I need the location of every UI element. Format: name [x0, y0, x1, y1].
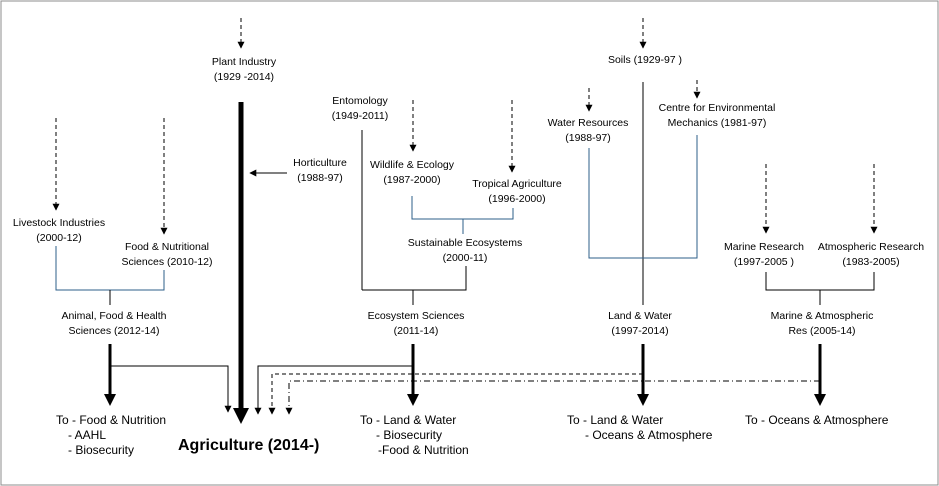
node-years: Sciences (2012-14): [68, 325, 160, 337]
wildlife-tropical-connector: [411, 196, 514, 234]
dest-agriculture: Agriculture (2014-): [178, 437, 320, 454]
node-years: (1988-97): [297, 172, 343, 184]
dest-ecosystem: To - Land & Water - Biosecurity -Food & …: [360, 413, 469, 458]
afhs-to-agriculture: [110, 365, 232, 413]
node-food-nutritional-sciences: Food & Nutritional Sciences (2010-12): [121, 240, 212, 270]
node-name: Atmospheric Research: [817, 241, 925, 253]
node-name: Horticulture: [293, 157, 347, 169]
node-years: (2000-12): [36, 232, 82, 244]
node-centre-env-mech: Centre for Environmental Mechanics (1981…: [659, 101, 776, 131]
dest-afhs: To - Food & Nutrition - AAHL - Biosecuri…: [56, 413, 166, 458]
node-years: (1997-2014): [611, 325, 669, 337]
plant-industry-arrowhead: [233, 408, 249, 424]
dest-title: To - Oceans & Atmosphere: [745, 413, 889, 427]
node-years: (1997-2005 ): [733, 256, 795, 268]
dest-item: -Food & Nutrition: [378, 443, 469, 457]
ecosystem-arrowhead: [407, 394, 419, 406]
dest-item: - Biosecurity: [68, 443, 135, 457]
node-name: Sustainable Ecosystems: [407, 237, 523, 249]
node-water-resources: Water Resources (1988-97): [548, 116, 629, 146]
node-name: Food & Nutritional: [124, 241, 210, 253]
node-years: Sciences (2010-12): [121, 256, 213, 268]
node-animal-food-health: Animal, Food & Health Sciences (2012-14): [61, 309, 166, 339]
node-name: Ecosystem Sciences: [367, 310, 465, 322]
dest-title: To - Land & Water: [567, 413, 664, 427]
node-name: Animal, Food & Health: [61, 310, 167, 322]
node-name: Soils (1929-97 ): [607, 54, 683, 66]
dest-title: To - Food & Nutrition: [56, 413, 167, 427]
node-name: Marine & Atmospheric: [770, 310, 874, 322]
node-land-water: Land & Water (1997-2014): [608, 309, 672, 339]
node-horticulture: Horticulture (1988-97): [293, 156, 347, 186]
node-name: Entomology: [332, 95, 388, 107]
node-atmospheric-research: Atmospheric Research (1983-2005): [818, 240, 924, 270]
node-marine-atmospheric: Marine & Atmospheric Res (2005-14): [771, 309, 874, 339]
node-name: Tropical Agriculture: [472, 178, 562, 190]
node-wildlife-ecology: Wildlife & Ecology (1987-2000): [370, 158, 454, 188]
dest-item: - AAHL: [68, 428, 107, 442]
incoming-dashed-arrows: [52, 18, 878, 235]
marine-arrowhead: [814, 394, 826, 406]
land-water-to-agriculture: [268, 373, 643, 415]
dest-item: - Biosecurity: [376, 428, 443, 442]
node-ecosystem-sciences: Ecosystem Sciences (2011-14): [368, 309, 465, 339]
node-name: Plant Industry: [211, 56, 277, 68]
node-name: Water Resources: [547, 117, 629, 129]
node-years: (1929 -2014): [213, 71, 275, 83]
node-livestock-industries: Livestock Industries (2000-12): [13, 216, 105, 246]
marine-merge-connector: [765, 272, 875, 305]
afhs-arrowhead: [104, 394, 116, 406]
node-name: Wildlife & Ecology: [369, 159, 455, 171]
node-years: Res (2005-14): [788, 325, 856, 337]
land-water-arrowhead: [637, 394, 649, 406]
node-years: (2000-11): [442, 252, 488, 264]
ecosystem-merge-connector: [362, 266, 467, 305]
dest-land-water: To - Land & Water - Oceans & Atmosphere: [567, 413, 712, 443]
dest-title: To - Land & Water: [360, 413, 457, 427]
node-name: Livestock Industries: [12, 217, 106, 229]
node-years: (1988-97): [565, 132, 611, 144]
node-entomology: Entomology (1949-2011): [332, 94, 388, 124]
node-years: (1983-2005): [842, 256, 900, 268]
node-years: (1996-2000): [488, 193, 546, 205]
node-soils: Soils (1929-97 ): [608, 53, 682, 68]
node-years: Mechanics (1981-97): [667, 117, 767, 129]
ecosystem-to-agriculture: [254, 365, 413, 415]
node-name: Marine Research: [724, 241, 804, 253]
node-name: Land & Water: [608, 310, 672, 322]
dest-marine: To - Oceans & Atmosphere: [745, 413, 888, 428]
node-years: (1987-2000): [383, 174, 441, 186]
node-tropical-agriculture: Tropical Agriculture (1996-2000): [472, 177, 561, 207]
water-centre-connector: [588, 135, 698, 259]
node-marine-research: Marine Research (1997-2005 ): [724, 240, 804, 270]
node-years: (2011-14): [393, 325, 439, 337]
node-name: Centre for Environmental: [658, 102, 776, 114]
dest-item: - Oceans & Atmosphere: [585, 428, 713, 442]
marine-to-agriculture: [285, 380, 820, 415]
node-years: (1949-2011): [331, 110, 389, 122]
node-plant-industry: Plant Industry (1929 -2014): [212, 55, 276, 85]
node-sustainable-ecosystems: Sustainable Ecosystems (2000-11): [408, 236, 522, 266]
